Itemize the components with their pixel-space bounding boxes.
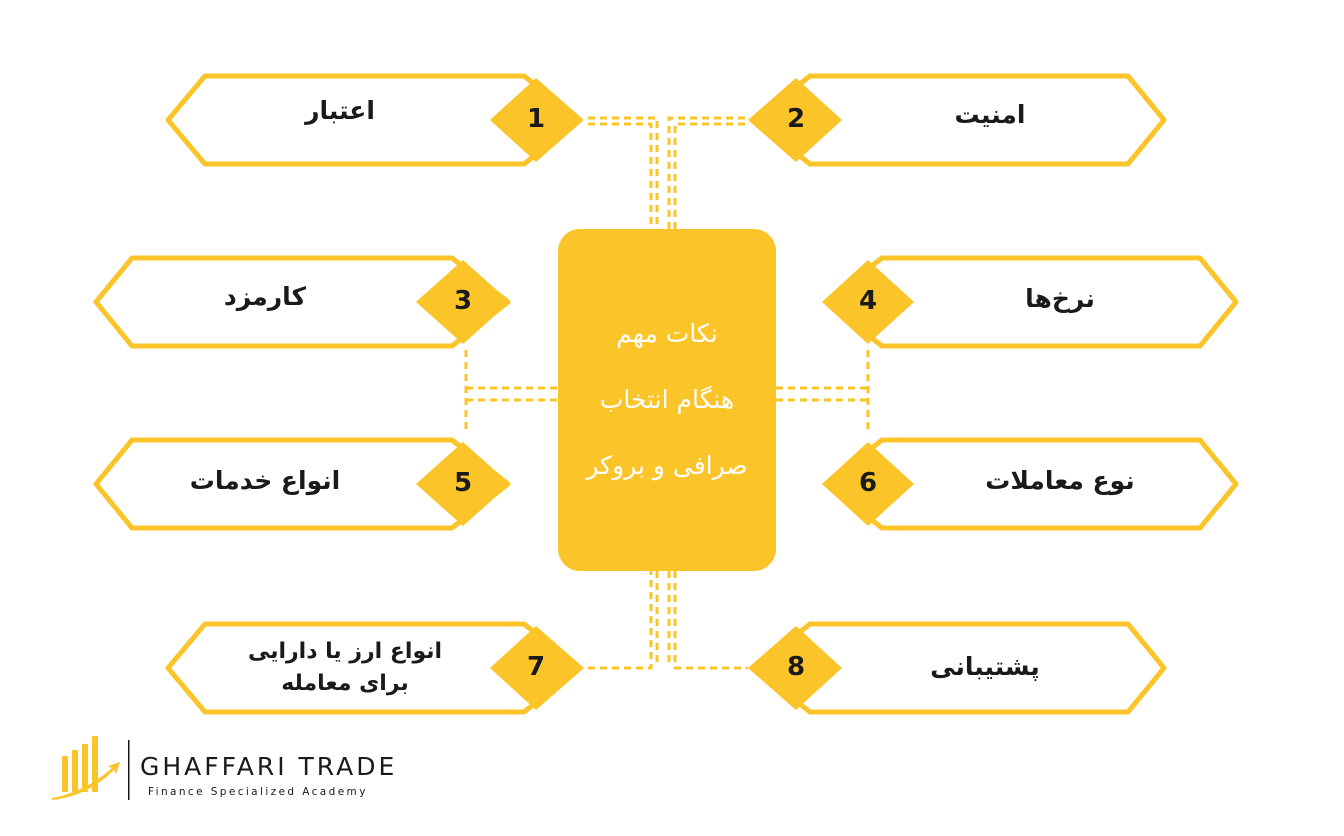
number-badge-2 — [748, 78, 842, 162]
item-label-3: کارمزد — [223, 282, 307, 311]
item-card-6 — [822, 437, 1239, 531]
brand-tagline: Finance Specialized Academy — [148, 786, 368, 798]
item-label-7: انواع ارز یا دارایی برای معامله — [230, 636, 460, 700]
item-card-1 — [165, 73, 584, 167]
item-number-4: 4 — [858, 286, 878, 316]
number-badge-1 — [490, 78, 584, 162]
item-label-4: نرخ‌ها — [1025, 284, 1095, 313]
item-card-8 — [748, 621, 1167, 715]
number-badge-5 — [416, 442, 510, 526]
connector-lines — [464, 116, 870, 670]
item-label-1: اعتبار — [305, 96, 375, 125]
number-badge-3 — [416, 260, 510, 344]
item-label-7-line-1: انواع ارز یا دارایی — [247, 639, 443, 664]
item-label-6: نوع معاملات — [985, 466, 1135, 495]
center-title-line-2: هنگام انتخاب — [599, 385, 735, 414]
item-number-6: 6 — [858, 468, 878, 498]
item-card-4 — [822, 255, 1239, 349]
brand-logo-icon — [52, 736, 130, 800]
item-label-5: انواع خدمات — [189, 466, 341, 495]
item-label-7-line-2: برای معامله — [281, 671, 409, 696]
number-badge-8 — [748, 626, 842, 710]
brand-name: GHAFFARI TRADE — [140, 752, 398, 781]
number-badge-6 — [822, 442, 914, 526]
center-title-line-3: صرافی و بروکر — [586, 451, 748, 480]
item-number-2: 2 — [786, 104, 806, 134]
item-number-5: 5 — [453, 468, 473, 498]
number-badge-4 — [822, 260, 914, 344]
item-card-7 — [165, 621, 584, 715]
item-label-2: امنیت — [954, 100, 1026, 129]
number-badge-7 — [490, 626, 584, 710]
item-number-3: 3 — [453, 286, 473, 316]
item-card-2 — [748, 73, 1167, 167]
center-title-line-1: نکات مهم — [616, 319, 718, 348]
item-card-5 — [93, 437, 511, 531]
item-card-3 — [93, 255, 511, 349]
item-number-7: 7 — [526, 652, 546, 682]
item-label-8: پشتیبانی — [930, 652, 1040, 681]
item-number-1: 1 — [526, 104, 546, 134]
center-topic-box: نکات مهم هنگام انتخاب صرافی و بروکر — [558, 229, 776, 571]
item-number-8: 8 — [786, 652, 806, 682]
